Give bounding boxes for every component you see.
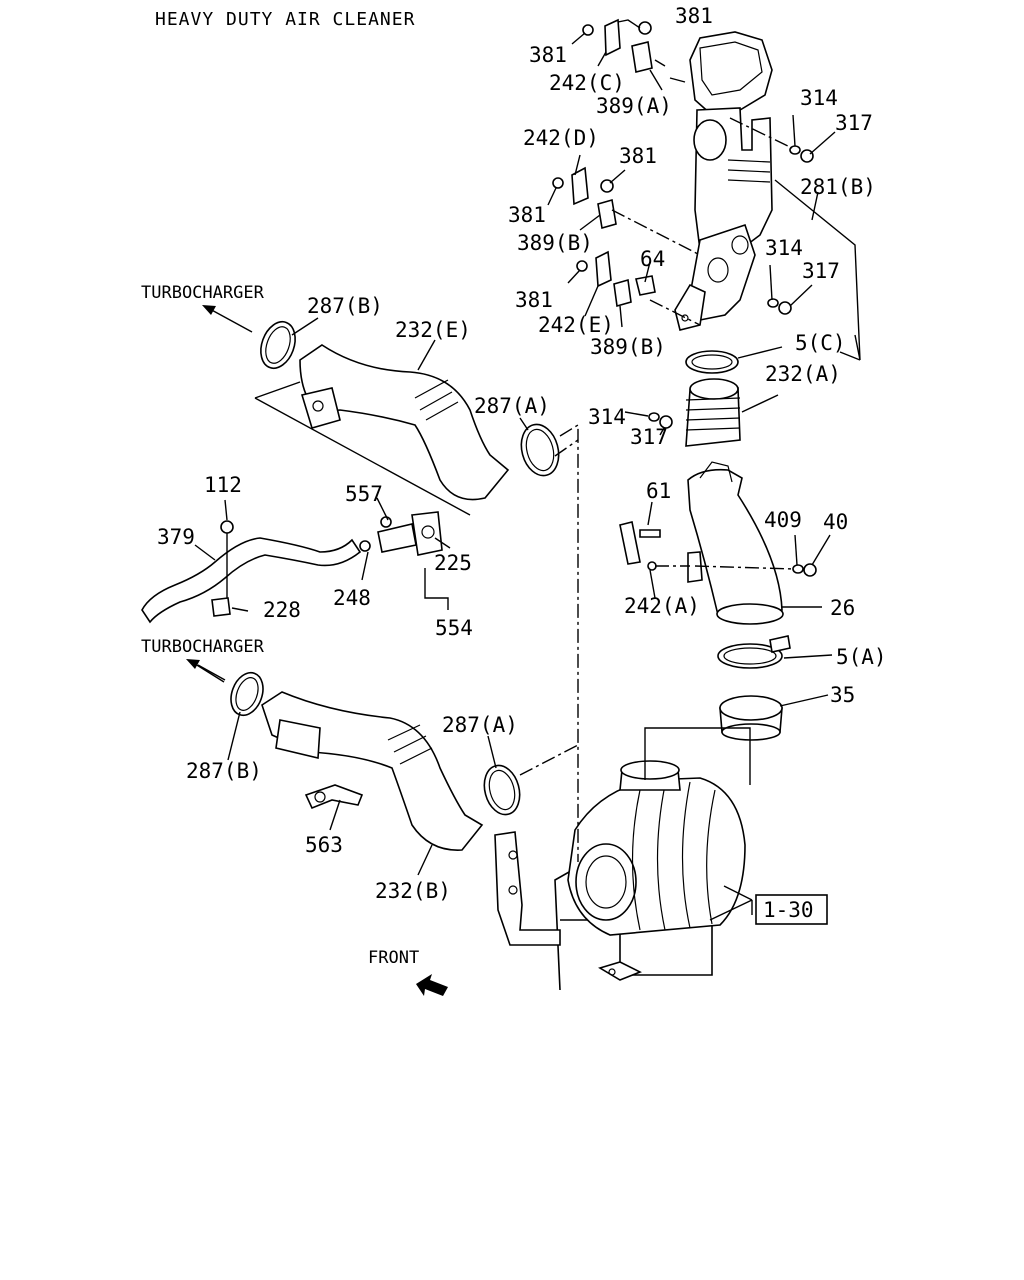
callout-389b-a: 389(B)	[517, 231, 593, 255]
clamp-5c	[685, 350, 739, 374]
fitting-225-set	[359, 511, 443, 556]
turbocharger-label-lower: TURBOCHARGER	[141, 637, 265, 657]
callout-26: 26	[830, 596, 855, 620]
turbocharger-label-upper: TURBOCHARGER	[141, 283, 265, 303]
breather-hose-379	[141, 520, 362, 624]
callout-228: 228	[263, 598, 301, 622]
callout-242a: 242(A)	[624, 594, 700, 618]
callout-232e: 232(E)	[395, 318, 471, 342]
callout-314-b: 314	[765, 236, 803, 260]
bracket-242d-set	[552, 166, 617, 230]
reference-box-label: 1-30	[763, 898, 814, 922]
callout-381-d: 381	[508, 203, 546, 227]
diagram-title: HEAVY DUTY AIR CLEANER	[155, 9, 415, 30]
callout-314-a: 314	[800, 86, 838, 110]
reference-box-1-30	[755, 894, 828, 925]
clamp-287a-lower	[483, 764, 521, 816]
callout-563: 563	[305, 833, 343, 857]
callout-287a-upper: 287(A)	[474, 394, 550, 418]
snorkel-duct-281b	[674, 31, 773, 331]
clamp-287b-lower	[230, 671, 264, 717]
callout-317-c: 317	[630, 425, 668, 449]
callout-232a: 232(A)	[765, 362, 841, 386]
washers-nuts-314-317	[648, 145, 814, 429]
leader-lines	[194, 19, 861, 921]
bracket-242c-set	[582, 18, 666, 73]
callout-317-b: 317	[802, 259, 840, 283]
front-direction-arrow	[416, 974, 448, 996]
callout-232b: 232(B)	[375, 879, 451, 903]
callout-381-a: 381	[529, 43, 567, 67]
air-cleaner-assembly	[494, 760, 746, 991]
callout-389a: 389(A)	[596, 94, 672, 118]
elbow-duct-26	[687, 461, 784, 625]
hose-232e	[299, 344, 510, 501]
turbocharger-arrow-upper	[202, 305, 253, 333]
callout-557: 557	[345, 482, 383, 506]
callout-381-b: 381	[675, 4, 713, 28]
turbocharger-arrow-lower	[186, 659, 225, 683]
callout-64: 64	[640, 247, 665, 271]
callout-248: 248	[333, 586, 371, 610]
bracket-242e-set	[576, 250, 656, 308]
callout-554: 554	[435, 616, 473, 640]
callout-242d: 242(D)	[523, 126, 599, 150]
clamp-287b-upper	[260, 320, 296, 370]
callout-225: 225	[434, 551, 472, 575]
callout-287a-lower: 287(A)	[442, 713, 518, 737]
callout-281b: 281(B)	[800, 175, 876, 199]
callout-379: 379	[157, 525, 195, 549]
callout-242c: 242(C)	[549, 71, 625, 95]
callout-287b-upper: 287(B)	[307, 294, 383, 318]
bracket-563	[304, 784, 364, 810]
callout-381-e: 381	[515, 288, 553, 312]
callout-5a: 5(A)	[836, 645, 887, 669]
bracket-242a-set	[619, 521, 817, 577]
callout-35: 35	[830, 683, 855, 707]
callout-389b-b: 389(B)	[590, 335, 666, 359]
adapter-ring-35	[719, 695, 783, 741]
callout-112: 112	[204, 473, 242, 497]
callout-381-c: 381	[619, 144, 657, 168]
callout-287b-lower: 287(B)	[186, 759, 262, 783]
callout-242e: 242(E)	[538, 313, 614, 337]
clamp-5a	[717, 635, 791, 669]
callout-317-a: 317	[835, 111, 873, 135]
front-label: FRONT	[368, 948, 419, 968]
callout-40: 40	[823, 510, 848, 534]
clamp-287a-upper	[520, 423, 560, 477]
callout-409: 409	[764, 508, 802, 532]
callout-5c: 5(C)	[795, 331, 846, 355]
bellows-232a	[685, 378, 741, 447]
hose-232b	[261, 691, 484, 851]
callout-61: 61	[646, 479, 671, 503]
callout-314-c: 314	[588, 405, 626, 429]
